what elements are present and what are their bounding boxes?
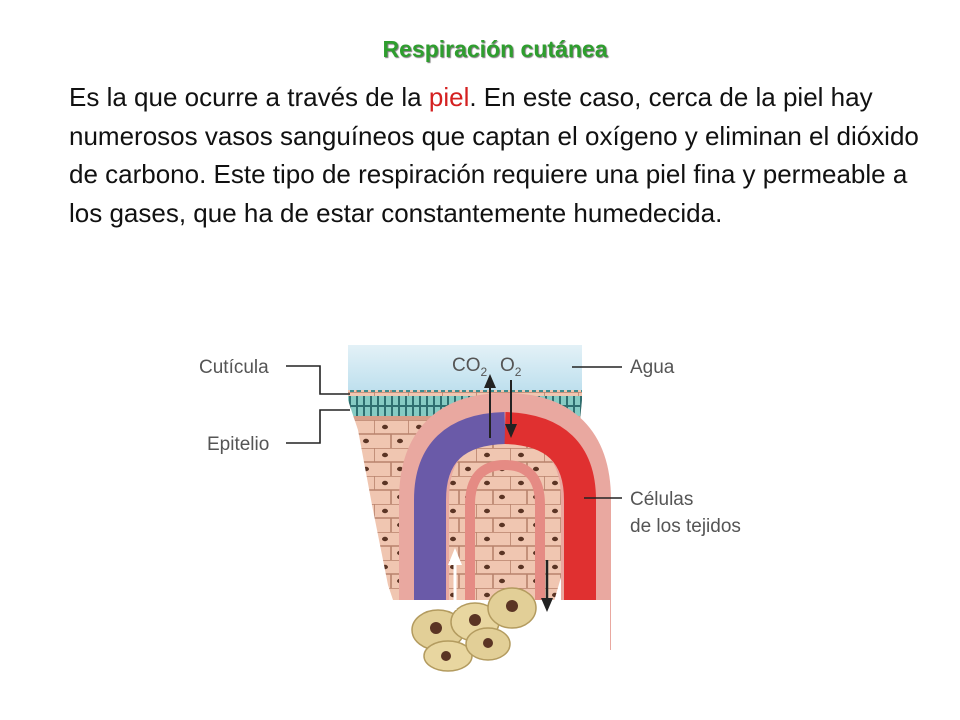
paragraph-text-end: . En este caso, cerca de la piel hay num… <box>69 82 919 228</box>
oxygenated-blood <box>504 412 596 650</box>
cuticle-label: Cutícula <box>199 357 269 378</box>
highlighted-word: piel <box>428 82 470 112</box>
deoxygenated-blood <box>414 412 506 650</box>
o2-label: O2 <box>500 355 522 379</box>
gas-arrows <box>484 374 517 438</box>
water-layer <box>348 345 582 390</box>
cells-label-line1: Células <box>630 489 693 510</box>
epithelium-leader <box>286 409 350 444</box>
paragraph-text-start: Es la que ocurre a través de la <box>69 82 429 112</box>
cuticle-leader <box>286 365 350 395</box>
co2-label: CO2 <box>452 355 488 379</box>
page-title: Respiración cutánea <box>382 36 608 62</box>
leader-lines <box>286 365 622 499</box>
flow-arrows <box>448 548 553 612</box>
vessel-inner-wall <box>465 459 545 650</box>
description-paragraph: Es la que ocurre a través de la piel. En… <box>69 78 929 232</box>
cells-label-line2: de los tejidos <box>630 516 741 537</box>
water-label: Agua <box>630 357 675 378</box>
epithelium-label: Epitelio <box>207 434 269 455</box>
basal-cells <box>411 587 537 672</box>
